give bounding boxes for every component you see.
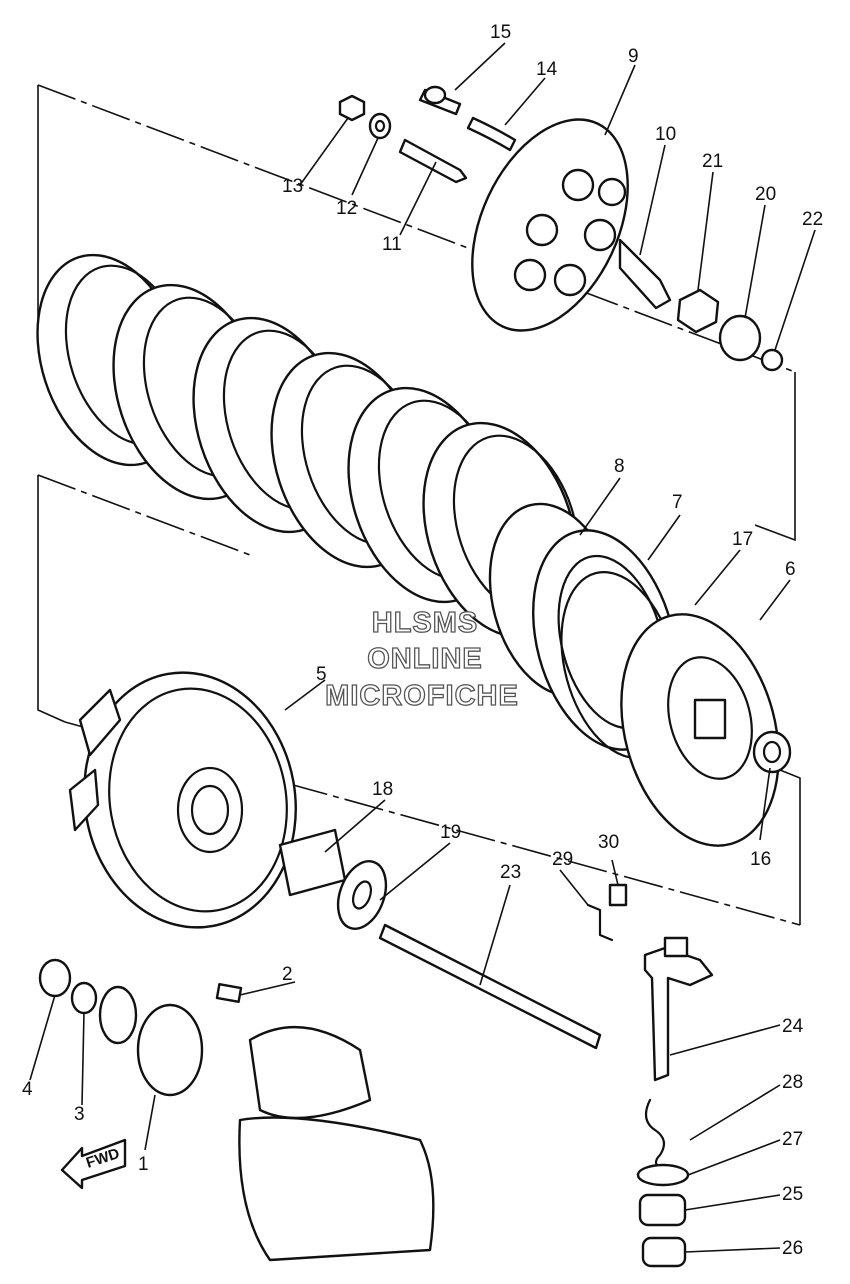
part-label-4: 4 [22, 1079, 33, 1100]
fwd-direction-arrow: FWD [60, 1138, 127, 1190]
part-label-23: 23 [500, 862, 521, 883]
part-label-13: 13 [282, 176, 303, 197]
watermark-line-2: ONLINE [367, 643, 483, 675]
part-label-3: 3 [74, 1104, 85, 1125]
part-label-22: 22 [802, 209, 823, 230]
part-label-6: 6 [785, 559, 796, 580]
part-label-2: 2 [282, 964, 293, 985]
watermark-line-1: HLSMS [372, 607, 479, 639]
part-label-12: 12 [336, 198, 357, 219]
lower-left-parts [38, 958, 435, 1262]
clutch-housing-gear [68, 671, 297, 929]
clutch-plate-stack [36, 253, 580, 639]
part-label-19: 19 [440, 822, 461, 843]
part-label-28: 28 [782, 1072, 803, 1093]
clutch-boss-assembly [488, 502, 792, 847]
part-label-27: 27 [782, 1129, 803, 1150]
part-label-11: 11 [382, 234, 402, 255]
release-lever-parts [586, 883, 714, 1268]
part-label-26: 26 [782, 1238, 803, 1259]
part-label-30: 30 [598, 832, 619, 853]
part-label-16: 16 [750, 849, 771, 870]
leader-lines [29, 42, 816, 1253]
part-label-14: 14 [536, 59, 558, 80]
watermark-line-3: MICROFICHE [325, 680, 519, 712]
part-label-8: 8 [614, 456, 625, 477]
part-label-10: 10 [655, 124, 676, 145]
part-label-15: 15 [490, 22, 511, 43]
pressure-plate [471, 118, 629, 332]
part-label-9: 9 [628, 46, 639, 67]
part-label-17: 17 [732, 529, 753, 550]
part-label-21: 21 [702, 151, 723, 172]
part-label-29: 29 [552, 849, 573, 870]
small-top-parts [338, 85, 784, 372]
part-label-25: 25 [782, 1184, 803, 1205]
part-label-18: 18 [372, 779, 393, 800]
part-label-7: 7 [672, 492, 683, 513]
watermark: HLSMS ONLINE MICROFICHE [325, 606, 519, 712]
part-label-24: 24 [782, 1016, 804, 1037]
shaft-parts [278, 828, 602, 1050]
part-label-20: 20 [755, 184, 776, 205]
part-label-5: 5 [316, 664, 327, 685]
part-number-labels: 1 2 3 4 5 6 7 8 9 10 11 12 13 14 15 16 1… [22, 22, 823, 1259]
part-label-1: 1 [138, 1154, 149, 1175]
